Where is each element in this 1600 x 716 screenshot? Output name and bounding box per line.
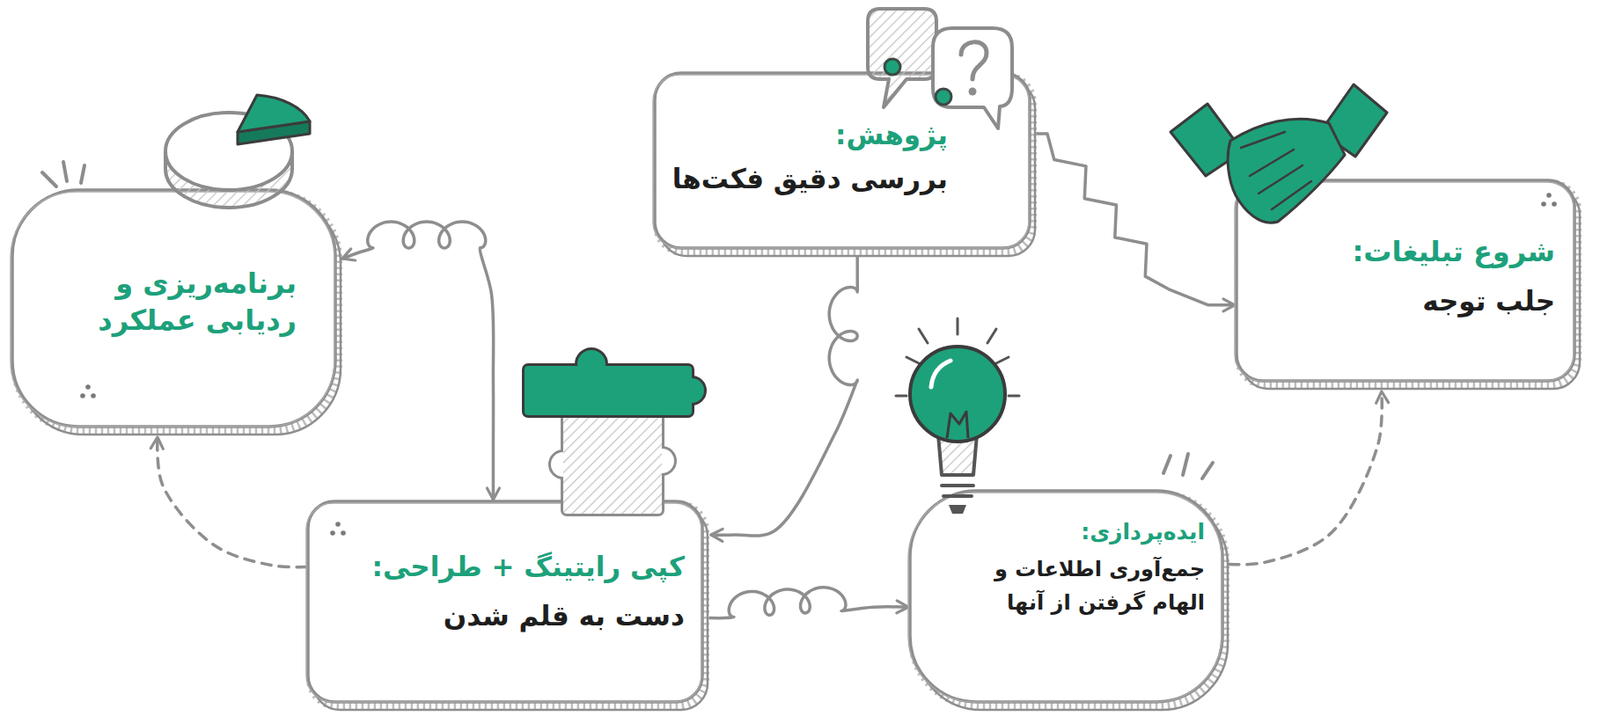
- question-dot: [968, 88, 977, 96]
- outline-sketch: [306, 503, 702, 703]
- puzzle-piece: [563, 415, 662, 514]
- accent-dots: [80, 192, 1557, 536]
- bulb-screw: [941, 485, 974, 497]
- dot: [330, 530, 336, 536]
- puzzle-hatch: [563, 415, 662, 514]
- ray: [895, 395, 907, 398]
- dot: [90, 393, 96, 399]
- outline-main: [654, 73, 1030, 249]
- dot: [1551, 201, 1557, 207]
- connector: [711, 256, 858, 536]
- dot: [340, 530, 346, 536]
- outline-sketch: [1234, 182, 1574, 382]
- rounded-node: ایده‌پردازی: جمع‌آوری اطلاعات و الهام گرف…: [908, 489, 1225, 705]
- bulb-neck: [938, 434, 977, 476]
- puzzle-knob: [679, 378, 705, 404]
- outline-main: [12, 190, 336, 427]
- pie-slice-side: [237, 121, 310, 145]
- speech-bubble: [867, 8, 937, 108]
- dot: [85, 384, 91, 390]
- pie-side: [165, 151, 293, 208]
- node-heading: کپی رایتینگ + طراحی:: [372, 549, 685, 587]
- puzzle-piece: [524, 366, 692, 416]
- connector: [342, 221, 494, 500]
- puzzle-fill: [550, 415, 675, 514]
- filament: [946, 411, 969, 439]
- rounded-node: برنامه‌ریزی و ردیابی عملکرد: [10, 188, 338, 429]
- outline-sketch: [10, 191, 335, 427]
- node-outline: [653, 71, 1032, 250]
- hands: [1227, 118, 1345, 223]
- node-outline: [1234, 178, 1577, 383]
- puzzle-piece: [563, 415, 662, 514]
- puzzle-piece: [524, 366, 692, 416]
- pie-top: [165, 112, 293, 191]
- node-heading: ایده‌پردازی:: [1080, 517, 1205, 548]
- puzzle-fill: [524, 350, 705, 416]
- bulb-highlight: [931, 360, 951, 388]
- ray: [906, 357, 921, 365]
- sleeve: [1320, 84, 1388, 157]
- dashed-connector: [157, 437, 307, 568]
- node-text: جمع‌آوری اطلاعات و الهام گرفتن از آنها: [949, 552, 1205, 621]
- node-heading: پژوهش:: [835, 117, 948, 155]
- ray: [994, 357, 1009, 365]
- ray: [956, 318, 960, 335]
- node-heading: برنامه‌ریزی و ردیابی عملکرد: [50, 265, 297, 339]
- outline-sketch: [653, 74, 1029, 249]
- accent-stroke: [63, 161, 67, 182]
- process-box: شروع تبلیغات: جلب توجه: [1234, 178, 1577, 383]
- question-symbol: [961, 42, 987, 80]
- ray: [1008, 395, 1020, 398]
- sleeve: [1170, 103, 1243, 177]
- bulb-tip: [948, 505, 967, 514]
- pin: [935, 88, 952, 105]
- accent-stroke: [42, 172, 57, 187]
- ray: [918, 329, 928, 344]
- puzzle-outline: [550, 415, 675, 514]
- node-heading: شروع تبلیغات:: [1352, 233, 1556, 272]
- accent-stroke: [1182, 454, 1189, 476]
- node-text: جلب توجه: [1422, 283, 1556, 321]
- puzzle-piece: [563, 415, 662, 514]
- outline-main: [1236, 180, 1575, 382]
- speech-bubble: [932, 28, 1013, 129]
- dot: [1546, 192, 1552, 199]
- accent-stroke: [1163, 455, 1171, 474]
- puzzle-outline: [524, 350, 705, 416]
- finger-lines: [1240, 132, 1312, 210]
- accent-stroke: [80, 165, 85, 184]
- ray: [987, 329, 997, 344]
- accent-strokes: [42, 161, 1213, 479]
- bulb: [910, 346, 1006, 442]
- process-box: پژوهش: بررسی دقیق فکت‌ها: [653, 71, 1032, 250]
- puzzle-knob: [679, 378, 705, 404]
- puzzle-knob: [577, 350, 606, 379]
- dot: [1541, 201, 1547, 207]
- dot: [80, 393, 86, 399]
- process-box: کپی رایتینگ + طراحی: دست به قلم شدن: [306, 499, 705, 705]
- puzzle-knob: [550, 452, 576, 478]
- outline-sketch: [908, 492, 1222, 703]
- pin: [884, 58, 901, 75]
- light-rays: [895, 318, 1020, 397]
- puzzle-knob: [577, 350, 606, 379]
- puzzle-knob: [649, 448, 675, 474]
- accent-stroke: [1202, 462, 1213, 479]
- puzzle-knob: [649, 448, 675, 474]
- outline-main: [308, 501, 703, 703]
- dashed-connector: [1229, 391, 1382, 566]
- outline-main: [910, 491, 1223, 703]
- node-text: دست به قلم شدن: [443, 598, 685, 636]
- connector: [709, 587, 909, 619]
- pie-slice: [237, 95, 310, 133]
- connector: [1036, 133, 1235, 306]
- dot: [335, 521, 341, 528]
- puzzle-knob: [550, 452, 576, 478]
- node-text: بررسی دقیق فکت‌ها: [672, 161, 948, 199]
